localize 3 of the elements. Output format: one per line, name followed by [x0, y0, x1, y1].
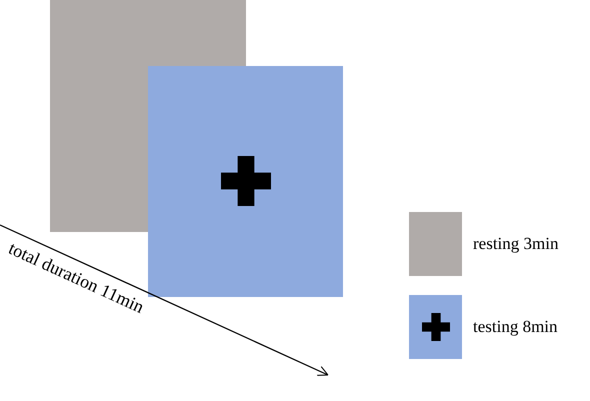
legend-label: resting 3min [473, 234, 558, 254]
legend-label: testing 8min [473, 317, 558, 337]
card-overlay [148, 66, 343, 297]
